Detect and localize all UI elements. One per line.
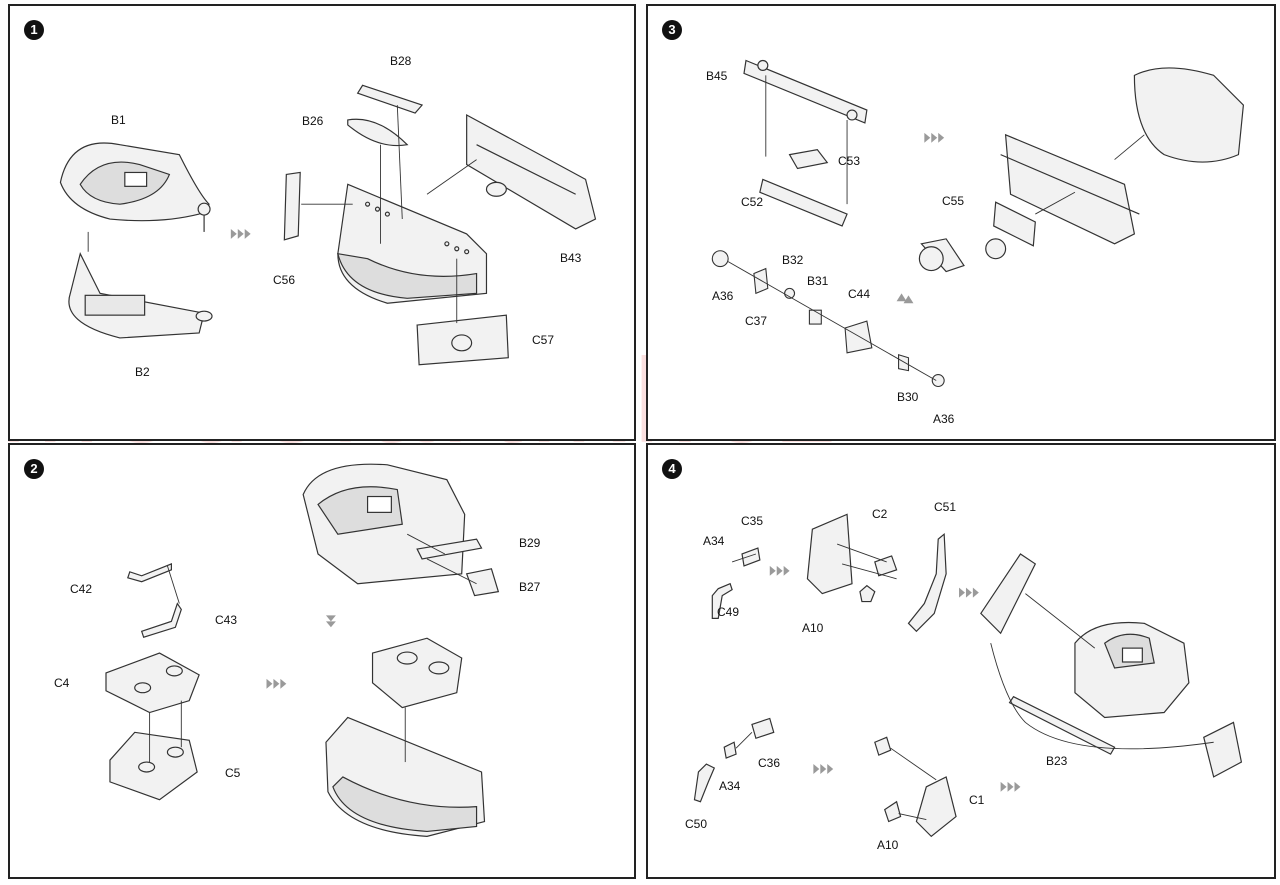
part-label-a34: A34	[703, 534, 725, 548]
step-number-badge: 4	[662, 459, 682, 479]
step-4-flow-arrow	[769, 565, 1021, 792]
part-label-c56: C56	[273, 273, 296, 287]
step-number-badge: 2	[24, 459, 44, 479]
part-label-c37: C37	[745, 314, 768, 328]
part-label-c44: C44	[848, 287, 871, 301]
part-label-b29: B29	[519, 536, 541, 550]
part-label-c43: C43	[215, 613, 238, 627]
part-label-c49: C49	[717, 605, 740, 619]
step-2-drawing	[105, 463, 500, 837]
part-label-a36-second: A36	[933, 412, 955, 426]
part-label-c42: C42	[70, 582, 93, 596]
step-1-flow-arrow	[230, 228, 251, 239]
part-label-c1: C1	[969, 793, 985, 807]
step-1-drawing	[59, 84, 597, 366]
part-label-a34-second: A34	[719, 779, 741, 793]
step-4-drawing	[693, 513, 1243, 838]
part-label-a36: A36	[712, 289, 734, 303]
step-4-panel: 4	[646, 443, 1276, 879]
part-label-c2: C2	[872, 507, 888, 521]
part-label-b2: B2	[135, 365, 150, 379]
part-label-b27: B27	[519, 580, 541, 594]
step-3-panel: 3	[646, 4, 1276, 441]
part-label-c35: C35	[741, 514, 764, 528]
part-label-c50: C50	[685, 817, 708, 831]
part-label-b23: B23	[1046, 754, 1068, 768]
part-label-c51: C51	[934, 500, 957, 514]
part-label-b31: B31	[807, 274, 829, 288]
step-number-badge: 1	[24, 20, 44, 40]
part-label-a10: A10	[802, 621, 824, 635]
part-label-c4: C4	[54, 676, 70, 690]
part-label-c52: C52	[741, 195, 764, 209]
part-label-b26: B26	[302, 114, 324, 128]
part-label-c5: C5	[225, 766, 241, 780]
step-number-badge: 3	[662, 20, 682, 40]
step-3-drawing	[711, 59, 1245, 388]
step-1-panel: 1	[8, 4, 636, 441]
step-3-flow-arrow	[896, 132, 945, 304]
step-2-flow-arrow	[266, 615, 336, 689]
part-label-c55: C55	[942, 194, 965, 208]
part-label-c57: C57	[532, 333, 555, 347]
part-label-b28: B28	[390, 54, 412, 68]
part-label-c53: C53	[838, 154, 861, 168]
part-label-a10-second: A10	[877, 838, 899, 852]
part-label-b32: B32	[782, 253, 804, 267]
part-label-b43: B43	[560, 251, 582, 265]
part-label-b30: B30	[897, 390, 919, 404]
part-label-b45: B45	[706, 69, 728, 83]
part-label-b1: B1	[111, 113, 126, 127]
step-2-panel: 2	[8, 443, 636, 879]
part-label-c36: C36	[758, 756, 781, 770]
